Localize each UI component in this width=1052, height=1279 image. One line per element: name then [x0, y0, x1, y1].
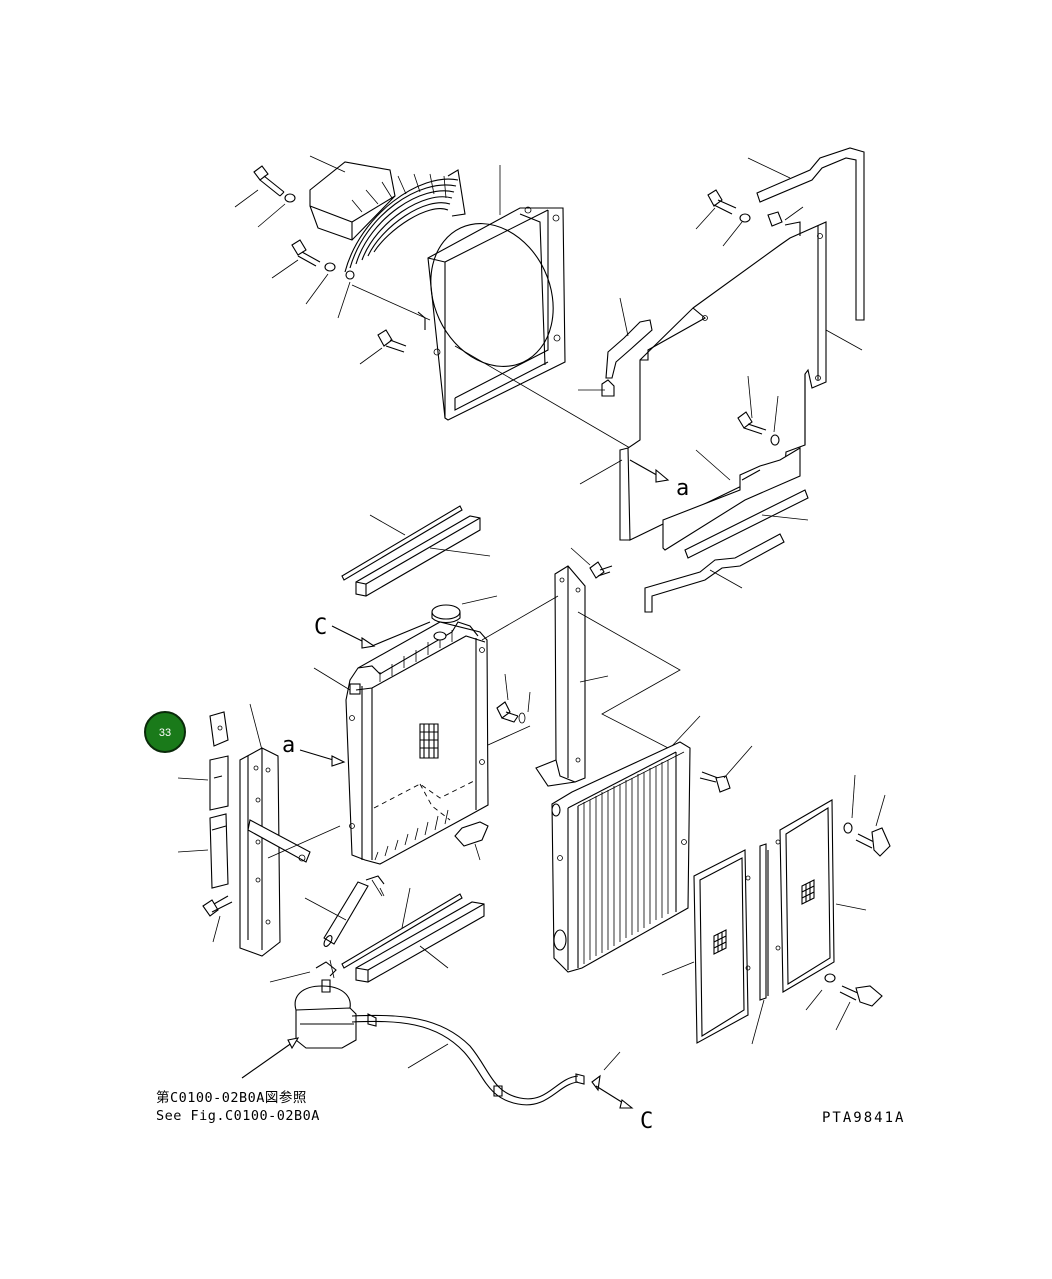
leader-lines-top-right: [578, 157, 863, 589]
overflow-hose: [351, 887, 634, 1109]
bolt-aftercooler: [699, 745, 753, 793]
callout-badge-label: 33: [159, 727, 171, 739]
reference-letter-a-lower: a: [282, 733, 295, 758]
seal-strip-vertical: [751, 843, 769, 1045]
upper-cover-panel: [619, 221, 827, 541]
lower-cover-panel: [662, 447, 801, 551]
seal-strips-right: [601, 147, 865, 613]
screen-panel-left: [661, 849, 751, 1044]
drain-bolt-center: [487, 673, 531, 746]
rubber-mounts-left: [177, 711, 229, 889]
center-bracket: [481, 547, 681, 787]
reserve-tank: [241, 959, 357, 1079]
aftercooler-core: [551, 715, 701, 973]
seal-strips-upper-left: [341, 505, 491, 597]
drawing-code: PTA9841A: [822, 1110, 905, 1126]
screen-panel-right: [775, 799, 867, 993]
seal-strips-lower: [341, 887, 485, 983]
wing-bolts-screens: [805, 774, 891, 1031]
bolt-washer-set-top-left: [253, 165, 407, 353]
aftercooler-fins: [577, 751, 685, 964]
radiator-cap: [431, 595, 498, 624]
radiator-core: [313, 621, 489, 865]
callout-badge[interactable]: 33: [144, 711, 186, 753]
overflow-tube-short: [304, 875, 385, 947]
reference-letter-c-lower: C: [640, 1109, 653, 1134]
reference-note-english: See Fig.C0100-02B0A: [156, 1108, 320, 1124]
fan-shroud: [417, 206, 566, 421]
reference-letter-a-upper: a: [676, 476, 689, 501]
bolt-washer-set-top-right: [707, 189, 783, 446]
bolt-lower-left: [202, 895, 233, 943]
reference-arrows: [299, 621, 431, 767]
side-bracket-left: [239, 703, 341, 957]
fan-guard-assembly: [309, 161, 466, 280]
reference-letter-c-upper: C: [314, 615, 327, 640]
leader-lines-top-left: [234, 155, 631, 449]
hose-clip-lower: [454, 821, 489, 861]
reference-note-japanese: 第C0100-02B0A図参照: [156, 1089, 307, 1106]
